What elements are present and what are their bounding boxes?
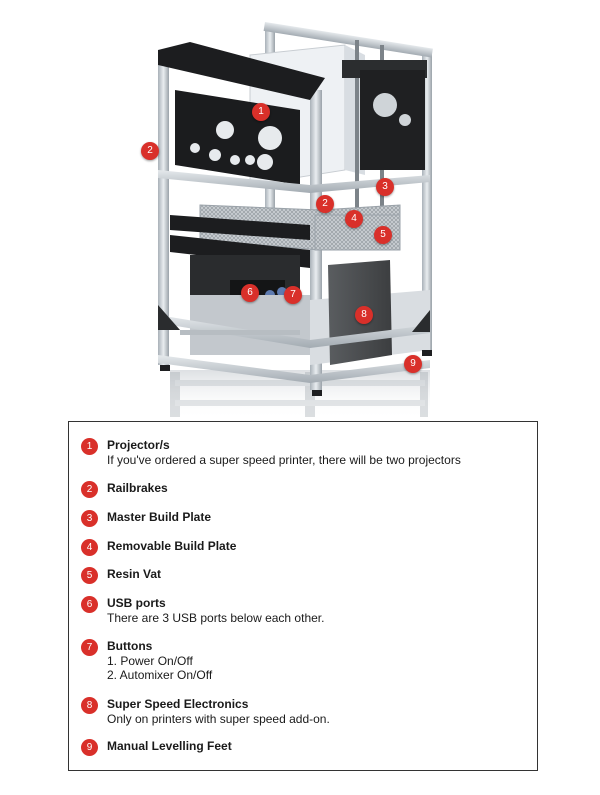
legend-title: Master Build Plate	[107, 510, 212, 524]
legend-title: Buttons	[107, 639, 153, 653]
legend-description: If you've ordered a super speed printer,…	[107, 452, 461, 467]
legend-number: 4	[81, 539, 98, 556]
legend-number: 2	[81, 481, 98, 498]
legend-description: Only on printers with super speed add-on…	[107, 711, 330, 726]
marker-master-build-plate: 3	[376, 178, 394, 196]
legend-number: 5	[81, 567, 98, 584]
marker-usb-ports: 6	[241, 284, 259, 302]
legend-title: Railbrakes	[107, 481, 168, 495]
legend-description: There are 3 USB ports below each other.	[107, 610, 325, 625]
marker-railbrakes-left: 2	[141, 142, 159, 160]
legend-description: 2. Automixer On/Off	[107, 668, 213, 682]
legend-number: 7	[81, 639, 98, 656]
legend-number: 1	[81, 438, 98, 455]
marker-railbrakes-right: 2	[316, 195, 334, 213]
legend-description: 1. Power On/Off	[107, 653, 193, 668]
legend-number: 8	[81, 697, 98, 714]
marker-buttons: 7	[284, 286, 302, 304]
legend-title: Manual Levelling Feet	[107, 739, 232, 753]
legend-box: 1 Projector/s If you've ordered a super …	[68, 421, 538, 771]
marker-removable-build-plate: 4	[345, 210, 363, 228]
marker-levelling-feet: 9	[404, 355, 422, 373]
legend-number: 6	[81, 596, 98, 613]
legend-number: 3	[81, 510, 98, 527]
marker-projector: 1	[252, 103, 270, 121]
printer-drawing	[158, 22, 433, 420]
legend-title: Super Speed Electronics	[107, 697, 249, 711]
legend-title: Removable Build Plate	[107, 539, 237, 553]
legend-title: Resin Vat	[107, 567, 162, 581]
legend-title: Projector/s	[107, 438, 170, 452]
printer-illustration: 1 2 2 3 4 5 6 7 8 9	[130, 10, 450, 420]
legend-title: USB ports	[107, 596, 166, 610]
marker-super-speed-electronics: 8	[355, 306, 373, 324]
marker-resin-vat: 5	[374, 226, 392, 244]
legend-number: 9	[81, 739, 98, 756]
